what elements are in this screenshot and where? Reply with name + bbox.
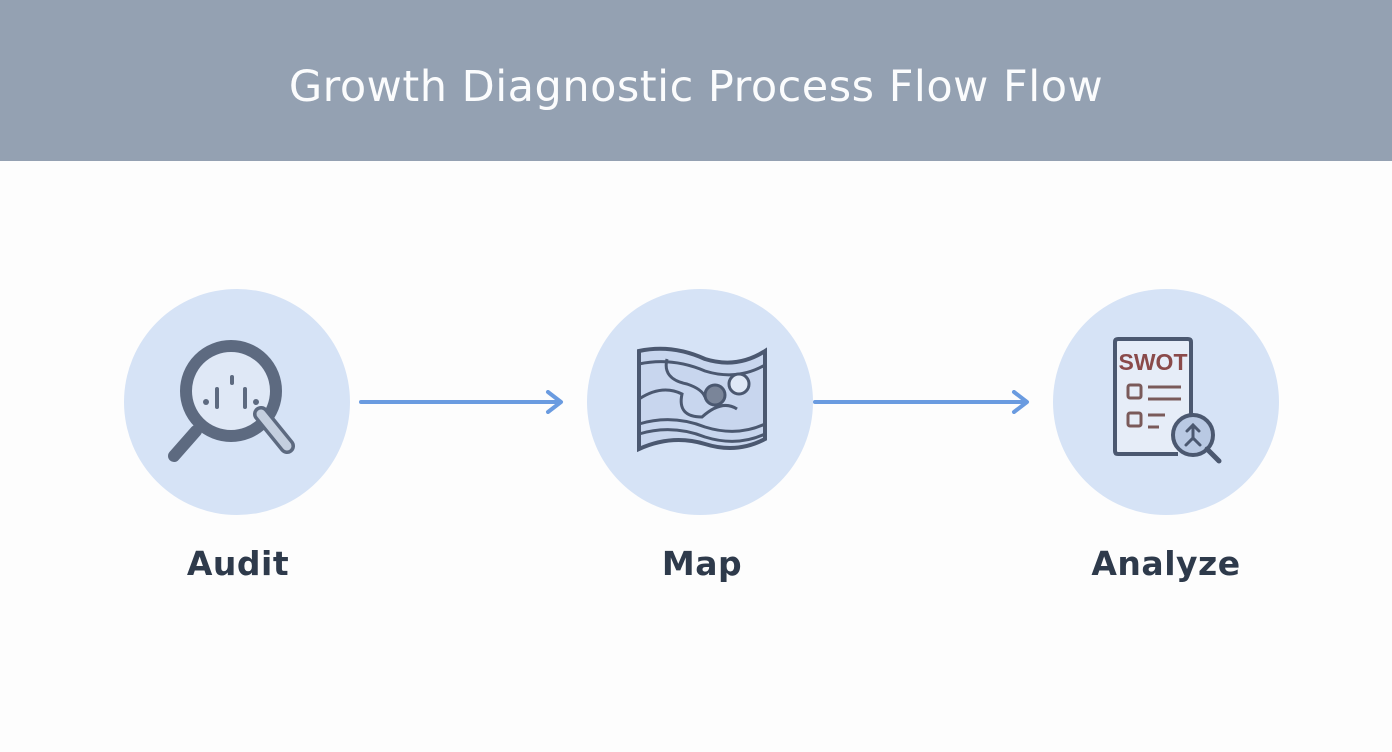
swot-analysis-icon: SWOT xyxy=(1113,337,1222,464)
step-audit-circle xyxy=(124,289,350,515)
step-label-audit: Audit xyxy=(186,544,290,583)
map-icon xyxy=(637,346,767,453)
step-map-circle xyxy=(587,289,813,515)
step-label-analyze: Analyze xyxy=(1091,544,1241,583)
step-analyze-circle: SWOT xyxy=(1053,289,1279,515)
header-bar: Growth Diagnostic Process Flow Flow xyxy=(0,0,1392,161)
step-label-map: Map xyxy=(661,544,743,583)
page-title: Growth Diagnostic Process Flow Flow xyxy=(288,61,1104,112)
magnifier-audit-icon xyxy=(168,340,295,462)
arrow-audit-to-map xyxy=(359,390,563,414)
swot-text: SWOT xyxy=(1119,349,1188,375)
arrow-map-to-analyze xyxy=(813,390,1029,414)
